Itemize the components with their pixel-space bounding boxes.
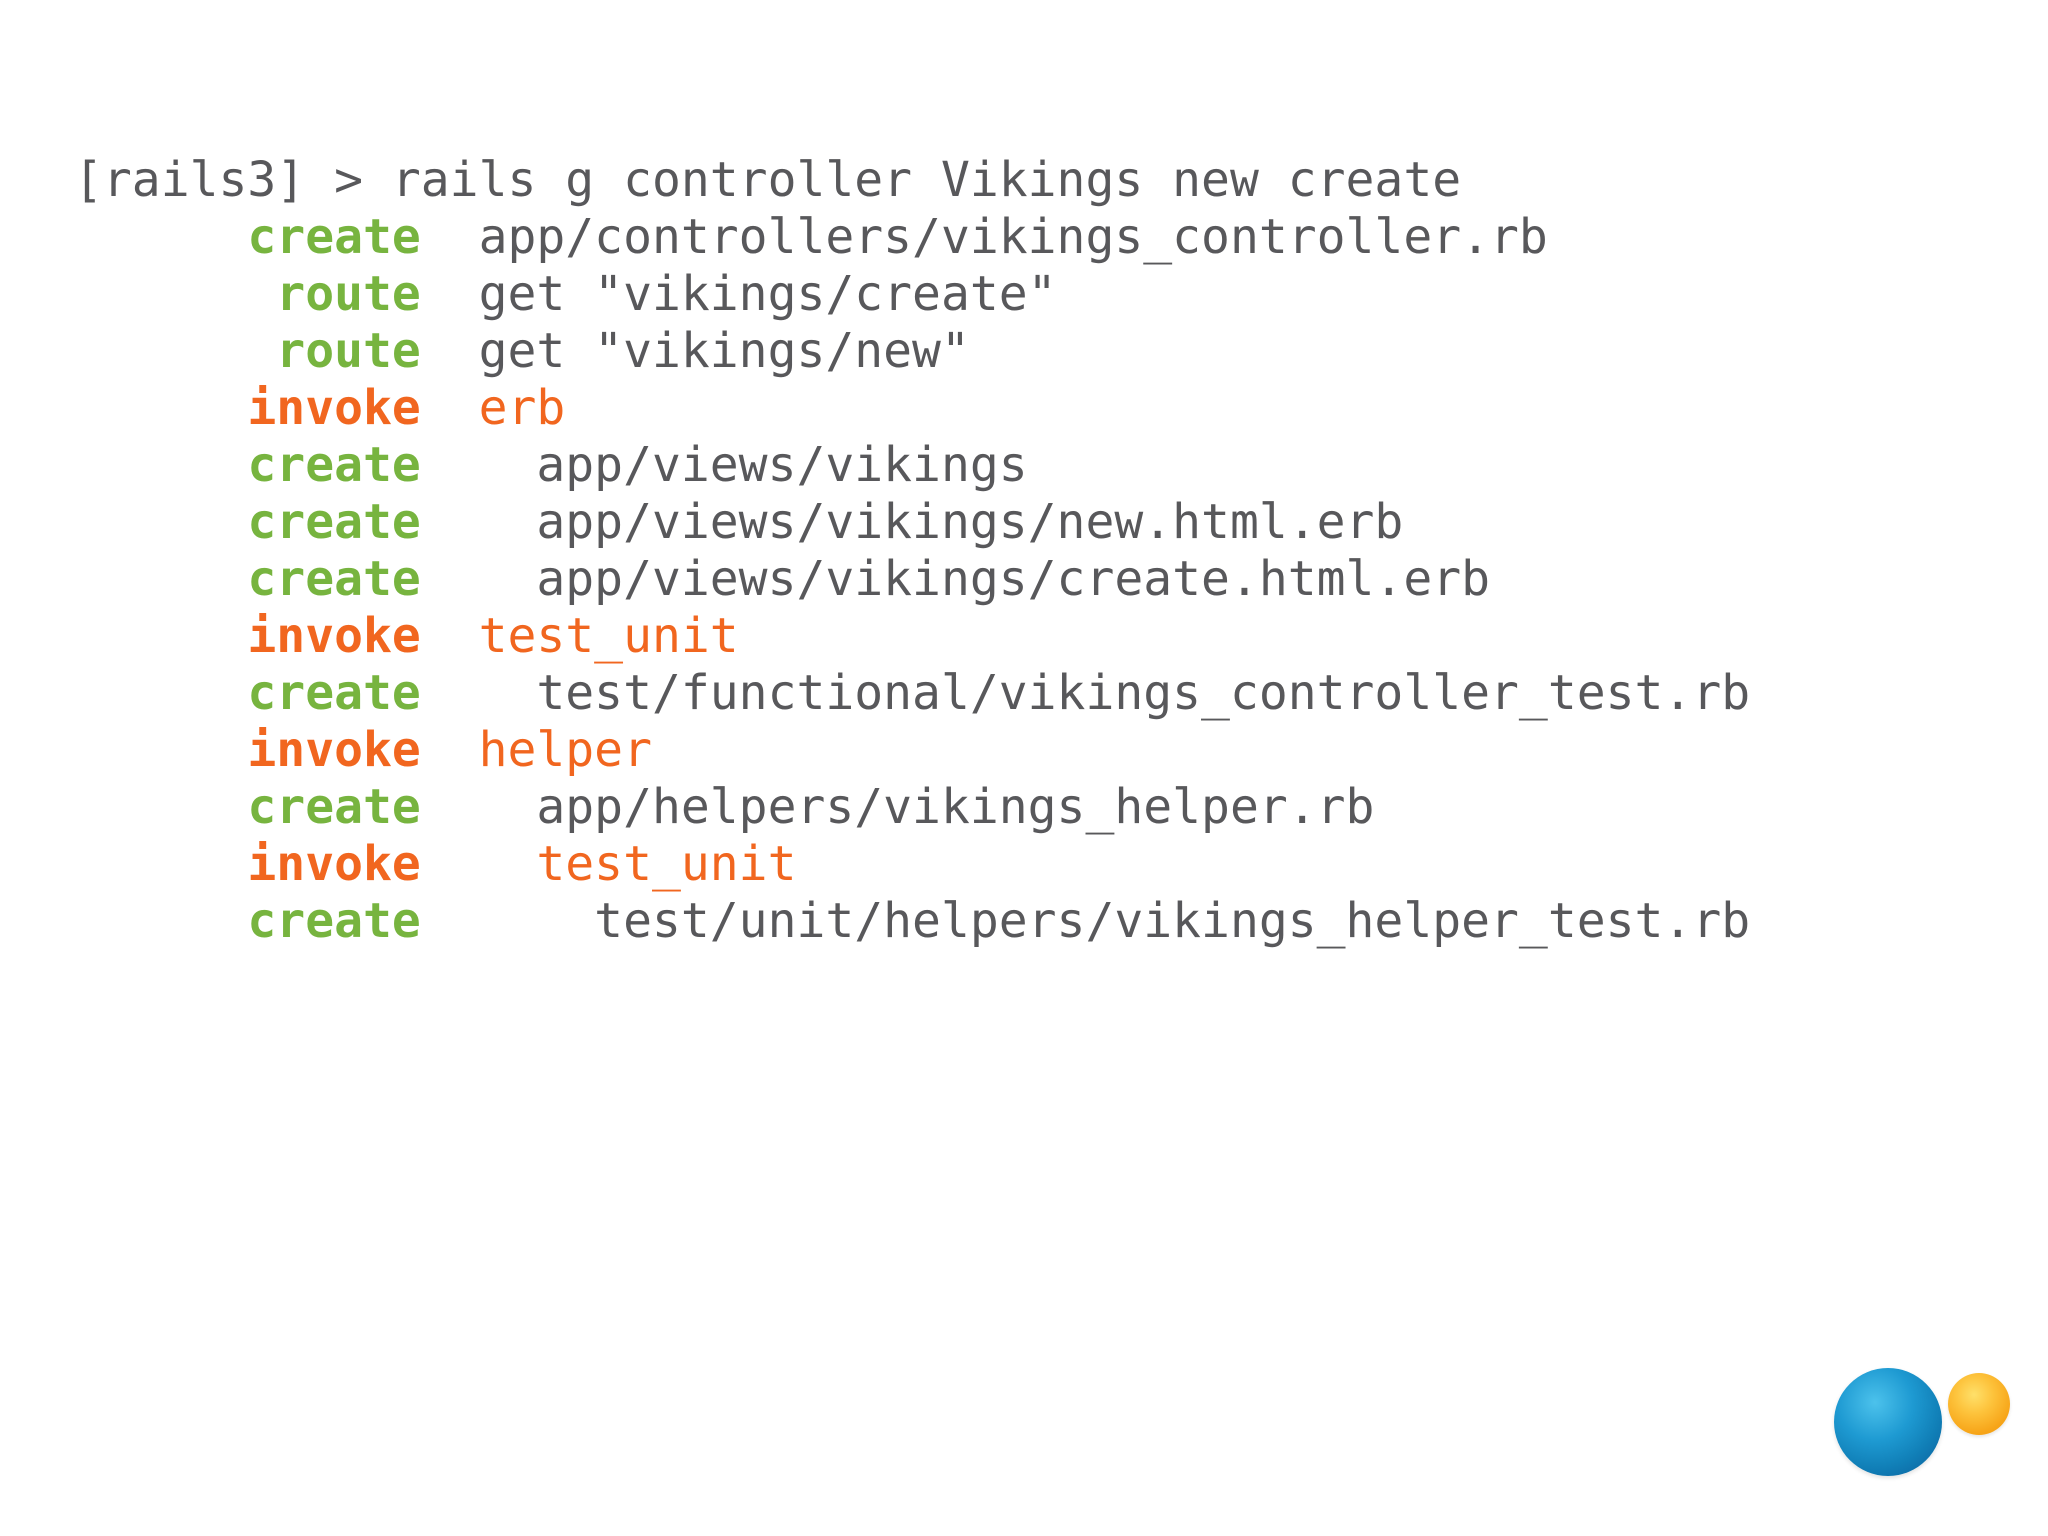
terminal-line: [rails3] > rails g controller Vikings ne… xyxy=(74,152,1750,209)
generated-path: app/controllers/vikings_controller.rb xyxy=(420,209,1548,265)
logo xyxy=(1830,1360,2030,1490)
terminal-line: create app/controllers/vikings_controlle… xyxy=(74,209,1750,266)
generator-keyword: create xyxy=(74,209,421,265)
generated-path: app/views/vikings/create.html.erb xyxy=(420,551,1491,607)
command-prompt-text: [rails3] > rails g controller Vikings ne… xyxy=(74,152,1462,208)
generated-path: test/unit/helpers/vikings_helper_test.rb xyxy=(420,893,1751,949)
terminal-line: create test/functional/vikings_controlle… xyxy=(74,665,1750,722)
generator-keyword: route xyxy=(74,323,421,379)
logo-orange-circle-icon xyxy=(1948,1373,2010,1435)
generator-keyword: create xyxy=(74,665,421,721)
terminal-line: create test/unit/helpers/vikings_helper_… xyxy=(74,893,1750,950)
generator-keyword: invoke xyxy=(74,722,421,778)
logo-blue-circle-icon xyxy=(1834,1368,1942,1476)
terminal-line: create app/views/vikings xyxy=(74,437,1750,494)
generator-keyword: invoke xyxy=(74,380,421,436)
generator-argument: helper xyxy=(420,722,652,778)
generator-keyword: create xyxy=(74,437,421,493)
terminal-output: [rails3] > rails g controller Vikings ne… xyxy=(74,152,1750,950)
generator-keyword: create xyxy=(74,494,421,550)
generator-argument: test_unit xyxy=(420,836,797,892)
terminal-line: invoke erb xyxy=(74,380,1750,437)
generated-path: app/helpers/vikings_helper.rb xyxy=(420,779,1375,835)
generated-path: test/functional/vikings_controller_test.… xyxy=(420,665,1751,721)
generator-keyword: create xyxy=(74,893,421,949)
terminal-line: invoke test_unit xyxy=(74,608,1750,665)
generator-keyword: create xyxy=(74,779,421,835)
generated-path: get "vikings/create" xyxy=(420,266,1057,322)
generator-keyword: invoke xyxy=(74,608,421,664)
terminal-line: invoke helper xyxy=(74,722,1750,779)
terminal-line: route get "vikings/create" xyxy=(74,266,1750,323)
generated-path: get "vikings/new" xyxy=(420,323,970,379)
terminal-line: route get "vikings/new" xyxy=(74,323,1750,380)
terminal-line: invoke test_unit xyxy=(74,836,1750,893)
generator-argument: test_unit xyxy=(420,608,739,664)
terminal-line: create app/helpers/vikings_helper.rb xyxy=(74,779,1750,836)
terminal-line: create app/views/vikings/create.html.erb xyxy=(74,551,1750,608)
generated-path: app/views/vikings xyxy=(420,437,1028,493)
generator-keyword: route xyxy=(74,266,421,322)
generator-keyword: invoke xyxy=(74,836,421,892)
generator-keyword: create xyxy=(74,551,421,607)
terminal-line: create app/views/vikings/new.html.erb xyxy=(74,494,1750,551)
generated-path: app/views/vikings/new.html.erb xyxy=(420,494,1404,550)
generator-argument: erb xyxy=(420,380,566,436)
